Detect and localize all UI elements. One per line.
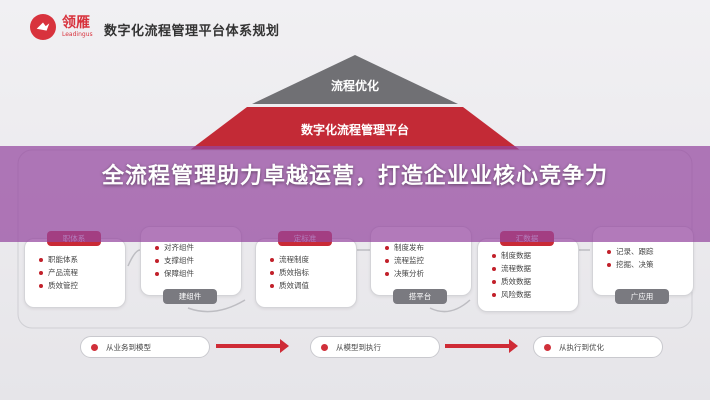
dot-icon bbox=[544, 343, 551, 351]
list-item: 质效管控 bbox=[39, 279, 125, 292]
list-item: 产品流程 bbox=[39, 266, 125, 279]
list-item: 流程制度 bbox=[270, 253, 356, 266]
dot-icon bbox=[91, 343, 98, 351]
list-item: 支撑组件 bbox=[155, 254, 241, 267]
pyramid-top-label: 流程优化 bbox=[331, 78, 379, 93]
logo-chinese-name: 领雁 bbox=[62, 15, 90, 31]
connector-4 bbox=[429, 299, 471, 313]
headline-banner: 全流程管理助力卓越运营，打造企业业核心竞争力 bbox=[0, 146, 710, 242]
arrow-right-icon bbox=[216, 339, 289, 353]
bird-icon bbox=[30, 14, 56, 40]
connector-1 bbox=[127, 249, 141, 267]
flow-step-business-to-model: 从业务到模型 bbox=[80, 336, 210, 358]
flow-step-execution-to-optimization: 从执行到优化 bbox=[533, 336, 663, 358]
arrow-right-icon bbox=[445, 339, 518, 353]
list-item: 质效调值 bbox=[270, 279, 356, 292]
headline-text: 全流程管理助力卓越运营，打造企业业核心竞争力 bbox=[101, 164, 608, 189]
list-item: 记录、跟踪 bbox=[607, 245, 693, 258]
card-define-standards: 流程制度 质效指标 质效调值 bbox=[255, 238, 357, 308]
list-item: 职能体系 bbox=[39, 253, 125, 266]
list-item: 流程数据 bbox=[492, 262, 578, 275]
list-item: 对齐组件 bbox=[155, 241, 241, 254]
list-item: 流程监控 bbox=[385, 254, 471, 267]
list-item: 制度数据 bbox=[492, 249, 578, 262]
pyramid-top-layer bbox=[252, 55, 458, 104]
list-item: 决策分析 bbox=[385, 267, 471, 280]
flow-step-model-to-execution: 从模型到执行 bbox=[310, 336, 440, 358]
tag-build-platform: 搭平台 bbox=[393, 289, 447, 304]
card-job-system: 职能体系 产品流程 质效管控 bbox=[24, 238, 126, 308]
card-gather-data: 制度数据 流程数据 质效数据 风险数据 bbox=[477, 238, 579, 312]
list-item: 风险数据 bbox=[492, 288, 578, 301]
list-item: 质效指标 bbox=[270, 266, 356, 279]
list-item: 保障组件 bbox=[155, 267, 241, 280]
connector-2 bbox=[187, 299, 246, 313]
dot-icon bbox=[321, 343, 328, 351]
list-item: 制度发布 bbox=[385, 241, 471, 254]
tag-wide-application: 广应用 bbox=[615, 289, 669, 304]
list-item: 质效数据 bbox=[492, 275, 578, 288]
pyramid-middle-layer bbox=[190, 107, 520, 150]
logo-english-name: Leadingus bbox=[62, 31, 93, 38]
company-logo: 领雁 Leadingus bbox=[30, 14, 93, 40]
pyramid-middle-label: 数字化流程管理平台 bbox=[301, 122, 409, 137]
page-title: 数字化流程管理平台体系规划 bbox=[104, 24, 280, 39]
tag-build-components: 建组件 bbox=[163, 289, 217, 304]
list-item: 挖掘、决策 bbox=[607, 258, 693, 271]
